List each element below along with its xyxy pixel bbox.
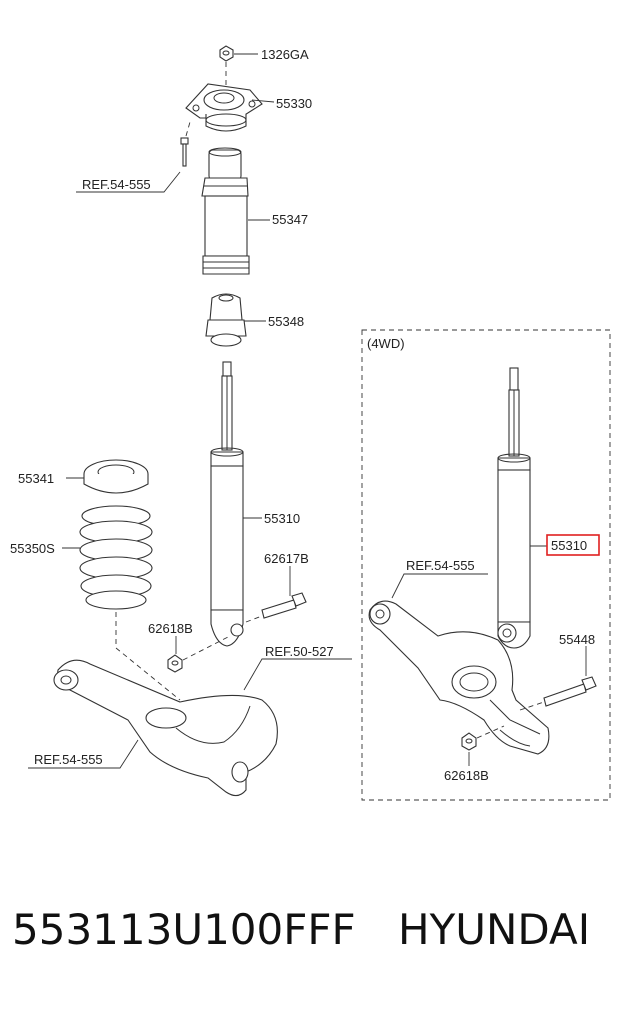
label-1326ga: 1326GA [261, 47, 309, 62]
label-ref-50-527: REF.50-527 [265, 644, 334, 659]
dust-cover-55347 [201, 147, 250, 275]
nut-1326ga [219, 45, 234, 62]
parts-diagram: 1326GA 55330 REF.54-555 55347 [10, 45, 611, 801]
label-55348: 55348 [268, 314, 304, 329]
shock-absorber-right [497, 367, 531, 649]
lower-arm-left [53, 659, 278, 797]
label-55347: 55347 [272, 212, 308, 227]
strut-mount-55330 [185, 83, 263, 132]
highlight-55310 [546, 534, 600, 556]
part-number: 553113U100FFF [12, 905, 356, 954]
label-55330: 55330 [276, 96, 312, 111]
bump-stopper-55348 [205, 293, 247, 347]
label-55310-left: 55310 [264, 511, 300, 526]
4wd-variant-box [361, 329, 611, 801]
label-55448: 55448 [559, 632, 595, 647]
label-55310-right: 55310 [551, 538, 587, 553]
spring-pad-55341 [83, 459, 149, 494]
brand-name: HYUNDAI [398, 905, 591, 954]
label-62618b-left: 62618B [148, 621, 193, 636]
label-ref-bottom: REF.54-555 [34, 752, 103, 767]
footer: 553113U100FFF HYUNDAI [0, 905, 620, 975]
lower-arm-right [368, 600, 550, 755]
label-ref-4wd: REF.54-555 [406, 558, 475, 573]
label-ref-top: REF.54-555 [82, 177, 151, 192]
label-55341: 55341 [18, 471, 54, 486]
label-62618b-right: 62618B [444, 768, 489, 783]
coil-spring-55350s [79, 505, 153, 610]
mount-bolt [180, 137, 189, 167]
nut-62618b-left [167, 654, 183, 673]
label-62617b: 62617B [264, 551, 309, 566]
bolt-62617b [261, 592, 307, 619]
label-55350s: 55350S [10, 541, 55, 556]
nut-62618b-right [461, 732, 477, 751]
label-4wd: (4WD) [367, 336, 405, 351]
bolt-55448 [543, 676, 597, 707]
shock-absorber-left [210, 361, 244, 647]
